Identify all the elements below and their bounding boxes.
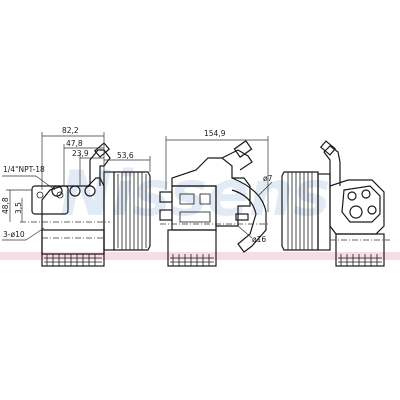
view-front (20, 142, 151, 267)
dim-154-9: 154,9 (204, 129, 226, 138)
dimensions-front: 82,2 47,8 23,9 53,6 1/4"NPT-18 48,8 3,5 … (1, 126, 151, 241)
watermark-logo: Nissens (60, 157, 330, 230)
dim-3-5: 3,5 (14, 202, 23, 214)
accent-band (0, 252, 400, 260)
dim-23-9: 23,9 (72, 149, 89, 158)
watermark-text: Nissens (60, 157, 330, 230)
dim-pipe-d16: ø16 (252, 235, 266, 244)
dim-47-8: 47,8 (66, 139, 83, 148)
view-side (159, 140, 270, 267)
dim-53-6: 53,6 (117, 151, 134, 160)
dim-pipe-d7: ø7 (263, 174, 273, 183)
view-rear (281, 140, 390, 267)
dim-holes: 3-ø10 (3, 230, 25, 239)
dim-thread-npt: 1/4"NPT-18 (3, 165, 45, 174)
dimensions-side: 154,9 ø7 ø16 (165, 129, 273, 244)
dim-82-2: 82,2 (62, 126, 79, 135)
dim-48-8: 48,8 (1, 197, 10, 214)
